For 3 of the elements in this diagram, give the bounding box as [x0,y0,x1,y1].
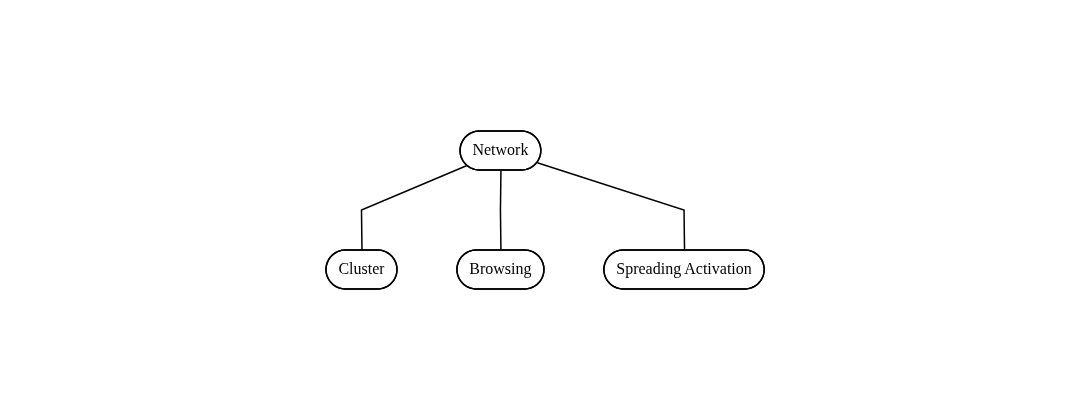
connector [536,161,686,251]
connector [500,169,503,251]
connector [361,164,469,251]
